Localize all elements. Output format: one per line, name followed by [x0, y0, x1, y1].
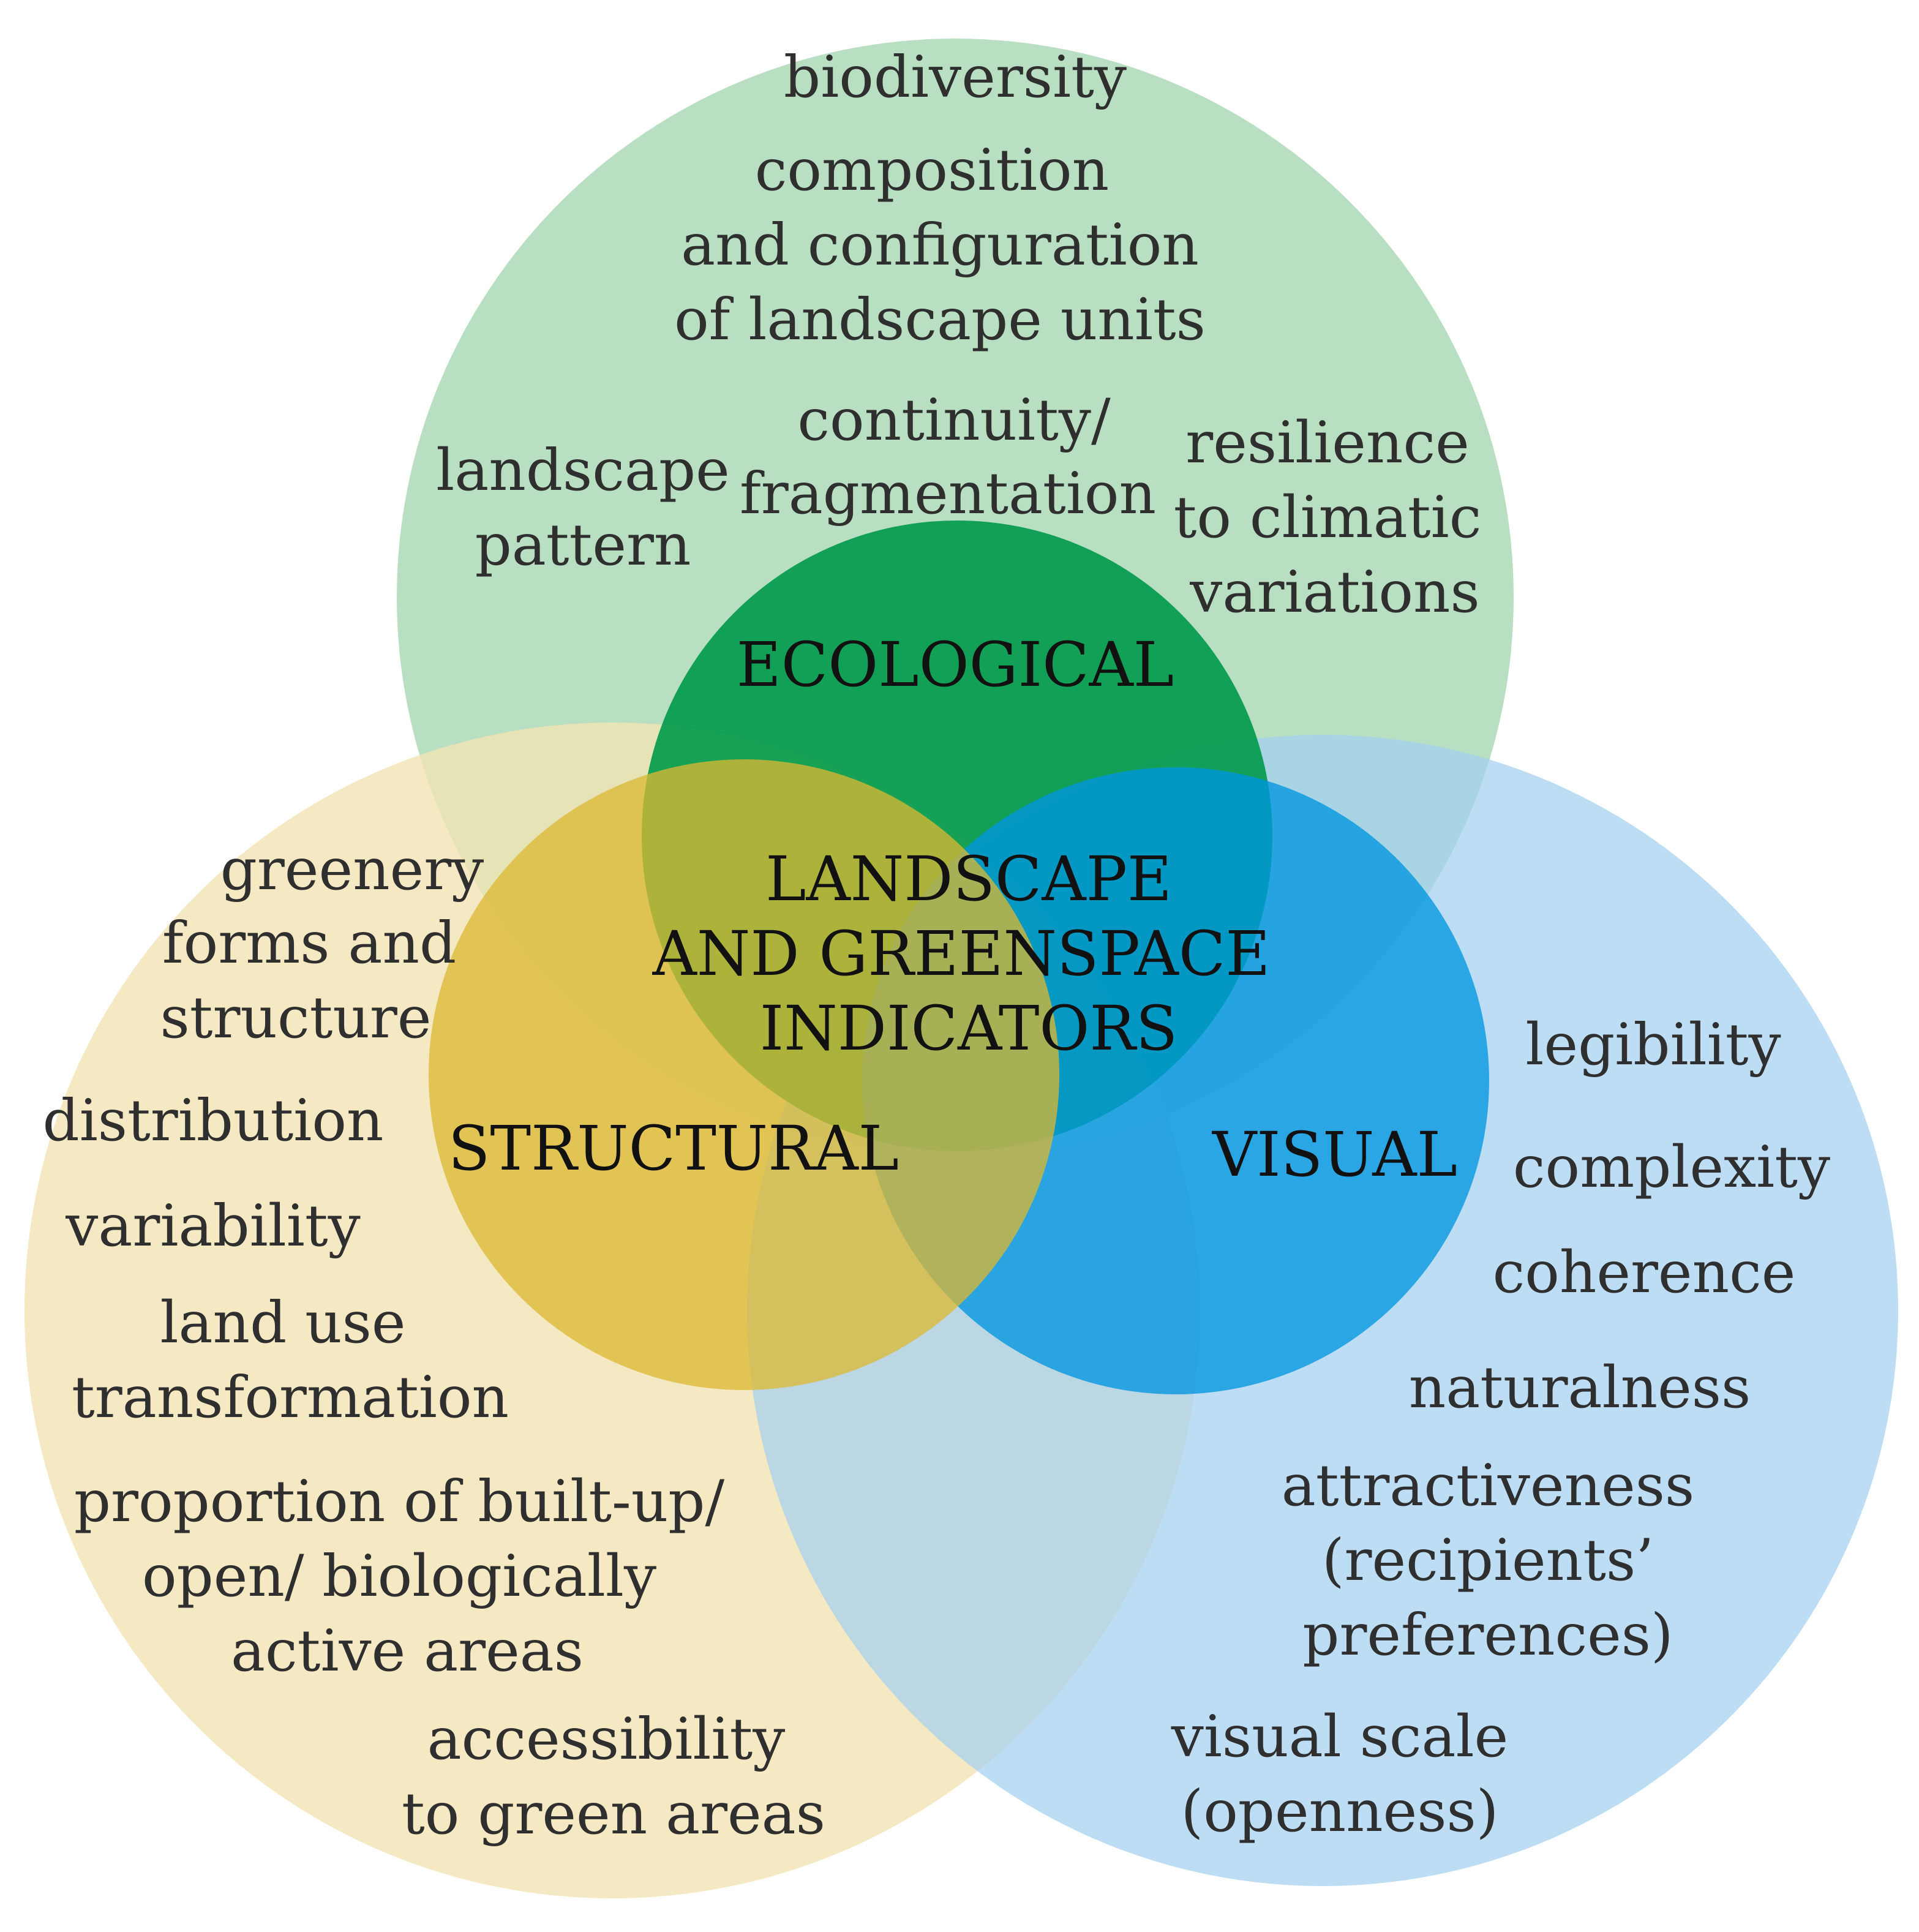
indicator-visual-scale: (openness): [1181, 1778, 1499, 1845]
indicator-complexity: complexity: [1513, 1134, 1830, 1201]
indicator-composition: composition: [755, 137, 1109, 204]
structural-indicators: greenery forms and structure distributio…: [43, 836, 825, 1847]
ecological-label: ECOLOGICAL: [737, 629, 1174, 701]
indicator-proportion: open/ biologically: [142, 1543, 656, 1610]
structural-inner-circle: [429, 759, 1059, 1390]
indicator-resilience: variations: [1189, 559, 1479, 626]
indicator-greenery: structure: [160, 985, 431, 1051]
visual-label: VISUAL: [1212, 1119, 1457, 1190]
indicator-landscape-pattern: pattern: [475, 512, 691, 579]
indicator-proportion: proportion of built-up/: [74, 1468, 725, 1535]
indicator-greenery: forms and: [162, 910, 456, 977]
visual-indicators: legibility complexity coherence naturaln…: [1171, 1012, 1830, 1845]
indicator-composition: of landscape units: [674, 287, 1206, 353]
indicator-continuity: continuity/: [797, 387, 1111, 454]
category-labels: ECOLOGICAL STRUCTURAL VISUAL: [448, 629, 1457, 1190]
center-title-line: LANDSCAPE: [765, 843, 1172, 915]
indicator-legibility: legibility: [1525, 1012, 1781, 1078]
indicator-biodiversity: biodiversity: [784, 44, 1127, 111]
indicator-accessibility: accessibility: [427, 1706, 786, 1773]
indicator-resilience: to climatic: [1174, 484, 1482, 551]
ecological-indicators: biodiversity composition and configurati…: [436, 44, 1481, 626]
center-title: LANDSCAPE AND GREENSPACE INDICATORS: [652, 843, 1271, 1064]
indicator-land-use: land use: [160, 1290, 405, 1356]
indicator-continuity: fragmentation: [740, 460, 1156, 527]
indicator-landscape-pattern: landscape: [436, 437, 730, 504]
indicator-greenery: greenery: [220, 836, 484, 903]
indicator-composition: and configuration: [681, 212, 1199, 279]
inner-circles: [429, 521, 1489, 1394]
indicator-land-use: transformation: [72, 1364, 509, 1431]
center-title-line: INDICATORS: [760, 993, 1177, 1064]
structural-label: STRUCTURAL: [448, 1113, 899, 1184]
indicator-resilience: resilience: [1185, 410, 1469, 476]
indicator-proportion: active areas: [231, 1618, 584, 1685]
indicator-variability: variability: [65, 1193, 360, 1260]
indicator-attractiveness: preferences): [1302, 1602, 1673, 1669]
indicator-attractiveness: (recipients’: [1322, 1527, 1654, 1594]
center-title-line: AND GREENSPACE: [652, 918, 1271, 990]
indicator-coherence: coherence: [1493, 1239, 1796, 1306]
indicator-accessibility: to green areas: [402, 1781, 825, 1847]
indicator-attractiveness: attractiveness: [1282, 1453, 1694, 1519]
indicator-distribution: distribution: [43, 1088, 384, 1154]
indicator-visual-scale: visual scale: [1171, 1704, 1509, 1770]
indicator-naturalness: naturalness: [1409, 1355, 1751, 1421]
